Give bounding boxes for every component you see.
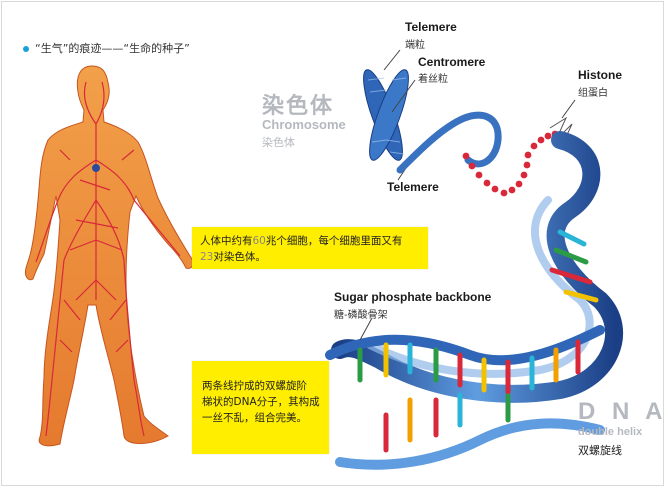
note2-line2: 梯状的DNA分子，其构成	[202, 394, 329, 410]
heart-marker	[92, 164, 100, 172]
chromosome-title-cn: 染色体	[262, 88, 334, 120]
note1-line2: 23对染色体。	[200, 249, 428, 265]
chromosome-title-en: Chromosome	[262, 117, 346, 132]
pointer-line-histone	[562, 100, 575, 118]
chromatin-strand	[400, 115, 498, 170]
centromere-label-cn: 着丝粒	[418, 70, 448, 85]
dna-subtitle-en: double helix	[578, 426, 642, 438]
header-bullet-line: “生气”的痕迹——“生命的种子”	[23, 40, 190, 56]
histone-label-cn: 组蛋白	[578, 84, 608, 99]
histone-label-en: Histone	[578, 68, 622, 82]
note-cells-chromosomes: 人体中约有60兆个细胞，每个细胞里面又有 23对染色体。	[192, 227, 428, 269]
note2-line1: 两条线拧成的双螺旋阶	[202, 378, 329, 394]
telomere-top-label-cn: 端粒	[405, 36, 425, 51]
bullet-dot-icon	[23, 46, 29, 52]
telomere-bottom-label-en: Telemere	[387, 180, 439, 194]
pointer-line-telomere-top	[384, 50, 400, 70]
backbone-label-en: Sugar phosphate backbone	[334, 290, 491, 304]
header-bullet-text: “生气”的痕迹——“生命的种子”	[35, 42, 190, 55]
pointer-line-backbone	[360, 318, 372, 340]
dna-subtitle-cn: 双螺旋线	[578, 442, 622, 458]
human-body-figure	[25, 66, 192, 446]
chromosome-subtitle-cn: 染色体	[262, 134, 295, 150]
dna-title-en: D N A	[578, 398, 665, 426]
note-double-helix: 两条线拧成的双螺旋阶 梯状的DNA分子，其构成 一丝不乱，组合完美。	[192, 361, 329, 454]
note2-line3: 一丝不乱，组合完美。	[202, 410, 329, 426]
backbone-strand-lower	[340, 423, 600, 464]
backbone-label-cn: 糖-磷酸骨架	[334, 306, 388, 321]
note1-line1: 人体中约有60兆个细胞，每个细胞里面又有	[200, 233, 428, 249]
centromere-label-en: Centromere	[418, 55, 485, 69]
telomere-top-label-en: Telemere	[405, 20, 457, 34]
